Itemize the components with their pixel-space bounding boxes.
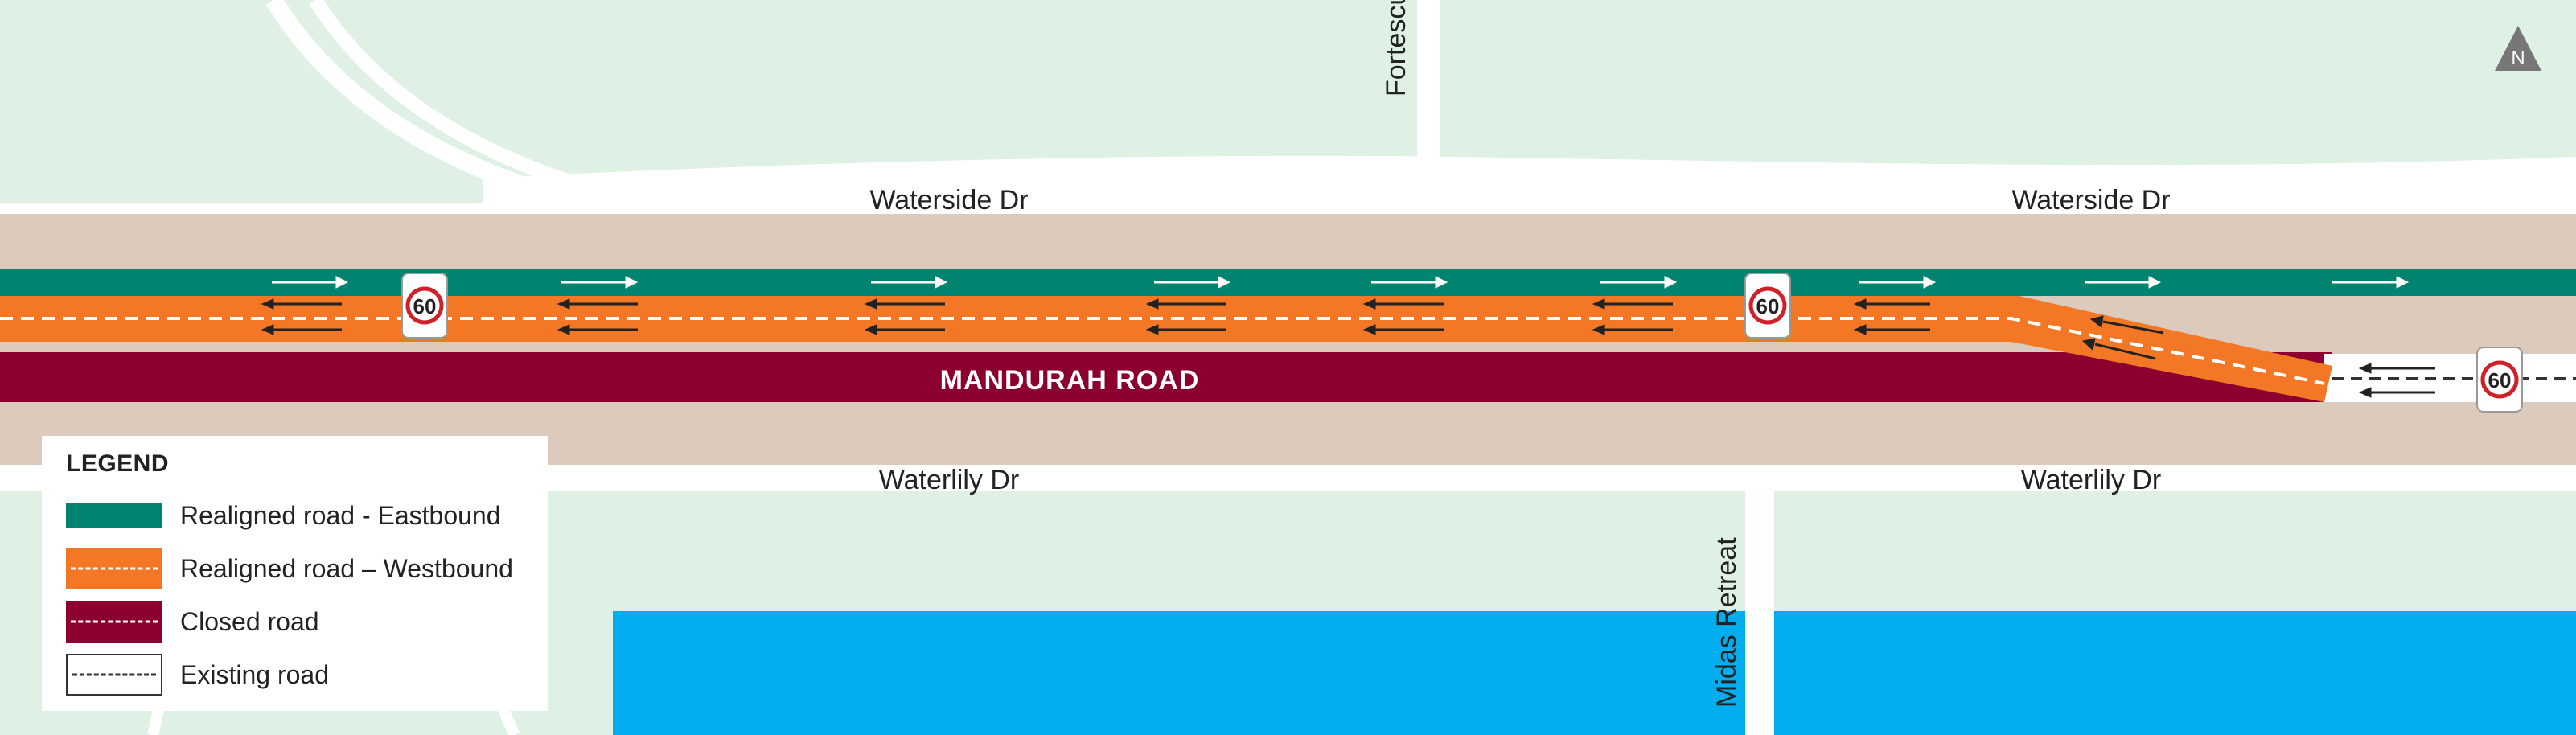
street-label-waterside-left: Waterside Dr bbox=[869, 185, 1028, 216]
east-arrow-icon bbox=[2085, 276, 2162, 289]
legend-swatch-westbound bbox=[66, 548, 162, 589]
legend-swatch-existing bbox=[66, 654, 162, 696]
west-arrow-icon bbox=[2081, 315, 2164, 360]
east-arrow-icon bbox=[1154, 276, 1231, 289]
east-arrow-icon bbox=[871, 276, 948, 289]
street-label-fortescue: Fortescue Crt bbox=[1381, 0, 1411, 96]
fortescue-road bbox=[1417, 0, 1440, 177]
legend-swatch-eastbound bbox=[66, 503, 162, 528]
main-road-label: MANDURAH ROAD bbox=[940, 365, 1200, 396]
north-arrow-icon: N bbox=[2495, 26, 2541, 71]
legend-item-closed: Closed road bbox=[66, 595, 524, 648]
east-arrow-icon bbox=[1371, 276, 1448, 289]
west-arrow-icon bbox=[2358, 363, 2435, 398]
legend-item-westbound: Realigned road – Westbound bbox=[66, 542, 524, 595]
water-body bbox=[613, 611, 1745, 735]
east-arrow-icon bbox=[1859, 276, 1937, 289]
speed-sign-3: 60 bbox=[2476, 347, 2523, 413]
west-arrow-icon bbox=[1853, 298, 1930, 335]
legend-panel: LEGEND Realigned road - Eastbound Realig… bbox=[42, 436, 548, 711]
west-arrow-icon bbox=[1592, 298, 1673, 335]
waterside-road bbox=[483, 155, 2576, 216]
closed-road bbox=[0, 352, 2332, 402]
westbound-centerline bbox=[0, 317, 2325, 385]
east-arrow-icon bbox=[1600, 276, 1678, 289]
speed-sign-value: 60 bbox=[1756, 294, 1780, 318]
west-arrow-icon bbox=[864, 298, 945, 335]
westbound-arrows bbox=[261, 298, 2435, 398]
speed-sign-value: 60 bbox=[413, 294, 437, 318]
east-arrow-icon bbox=[561, 276, 639, 289]
legend-label: Closed road bbox=[180, 606, 319, 636]
eastbound-road bbox=[0, 269, 2576, 296]
east-arrow-icon bbox=[272, 276, 349, 289]
water-body bbox=[1774, 611, 2576, 735]
street-label-waterlily-right: Waterlily Dr bbox=[2021, 465, 2161, 495]
legend-label: Realigned road - Eastbound bbox=[180, 500, 501, 530]
speed-sign-2: 60 bbox=[1744, 273, 1791, 339]
street-label-waterside-right: Waterside Dr bbox=[2011, 185, 2170, 216]
legend-item-eastbound: Realigned road - Eastbound bbox=[66, 489, 524, 542]
west-arrow-icon bbox=[557, 298, 638, 335]
legend-label: Realigned road – Westbound bbox=[180, 553, 513, 583]
midas-road bbox=[1745, 487, 1774, 735]
west-arrow-icon bbox=[1145, 298, 1226, 335]
legend-item-existing: Existing road bbox=[66, 648, 524, 701]
street-label-midas: Midas Retreat bbox=[1711, 537, 1742, 708]
speed-sign-value: 60 bbox=[2488, 368, 2512, 392]
west-arrow-icon bbox=[1362, 298, 1444, 335]
eastbound-arrows bbox=[272, 276, 2410, 289]
street-label-waterlily-left: Waterlily Dr bbox=[879, 465, 1019, 495]
east-arrow-icon bbox=[2332, 276, 2410, 289]
legend-label: Existing road bbox=[180, 659, 329, 689]
west-arrow-icon bbox=[261, 298, 342, 335]
legend-title: LEGEND bbox=[66, 450, 170, 477]
legend-swatch-closed bbox=[66, 601, 162, 643]
speed-sign-1: 60 bbox=[401, 273, 448, 339]
waterside-strip bbox=[0, 203, 2576, 214]
compass-label: N bbox=[2511, 47, 2525, 69]
